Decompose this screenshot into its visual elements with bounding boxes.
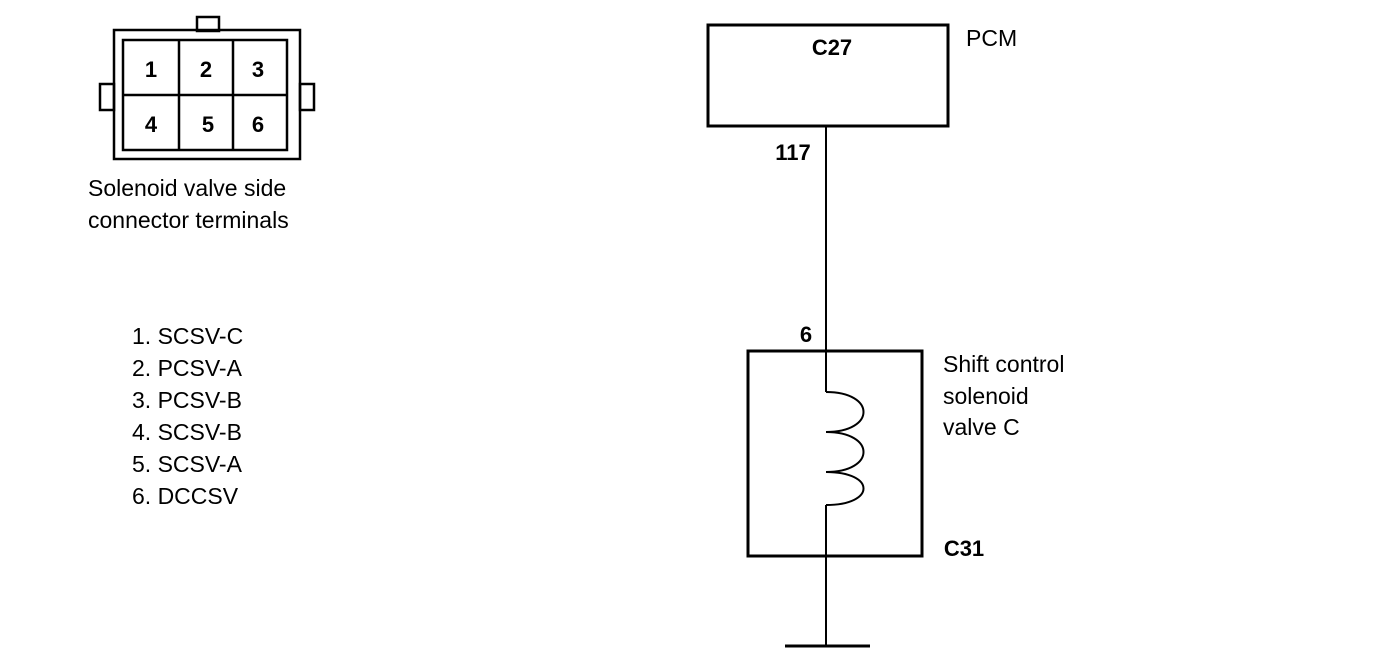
terminal-legend: 1. SCSV-C 2. PCSV-A 3. PCSV-B 4. SCSV-B …: [132, 320, 243, 512]
connector-pin-label: 5: [202, 112, 214, 137]
connector-tab-right: [298, 82, 316, 112]
connector-pin-label: 3: [252, 57, 264, 82]
connector-pin-label: 1: [145, 57, 157, 82]
solenoid-box: [746, 349, 924, 558]
legend-item: 2. PCSV-A: [132, 355, 242, 381]
solenoid-name-line1: Shift control: [943, 351, 1065, 377]
pcm-name: PCM: [966, 25, 1018, 51]
pcm-pin-label: 117: [775, 140, 811, 165]
solenoid-name-line3: valve C: [943, 414, 1020, 440]
legend-item: 3. PCSV-B: [132, 387, 242, 413]
connector-pin-label: 2: [200, 57, 212, 82]
connector-outer-housing: [112, 28, 302, 161]
legend-item: 1. SCSV-C: [132, 323, 244, 349]
solenoid-pin-label: 6: [800, 322, 812, 347]
pcm-connector-label: C27: [812, 35, 852, 60]
coil-icon: [825, 391, 865, 506]
connector-caption-line1: Solenoid valve side: [88, 175, 287, 201]
solenoid-name-line2: solenoid: [943, 383, 1029, 409]
connector-tab-left: [98, 82, 116, 112]
solenoid-connector-label: C31: [944, 536, 984, 561]
legend-item: 5. SCSV-A: [132, 451, 242, 477]
connector-pin-label: 6: [252, 112, 264, 137]
legend-item: 4. SCSV-B: [132, 419, 242, 445]
connector-face: [98, 15, 316, 161]
connector-pin-label: 4: [145, 112, 158, 137]
legend-item: 6. DCCSV: [132, 483, 239, 509]
connector-caption-line2: connector terminals: [88, 207, 289, 233]
pcm-box: [706, 23, 950, 128]
